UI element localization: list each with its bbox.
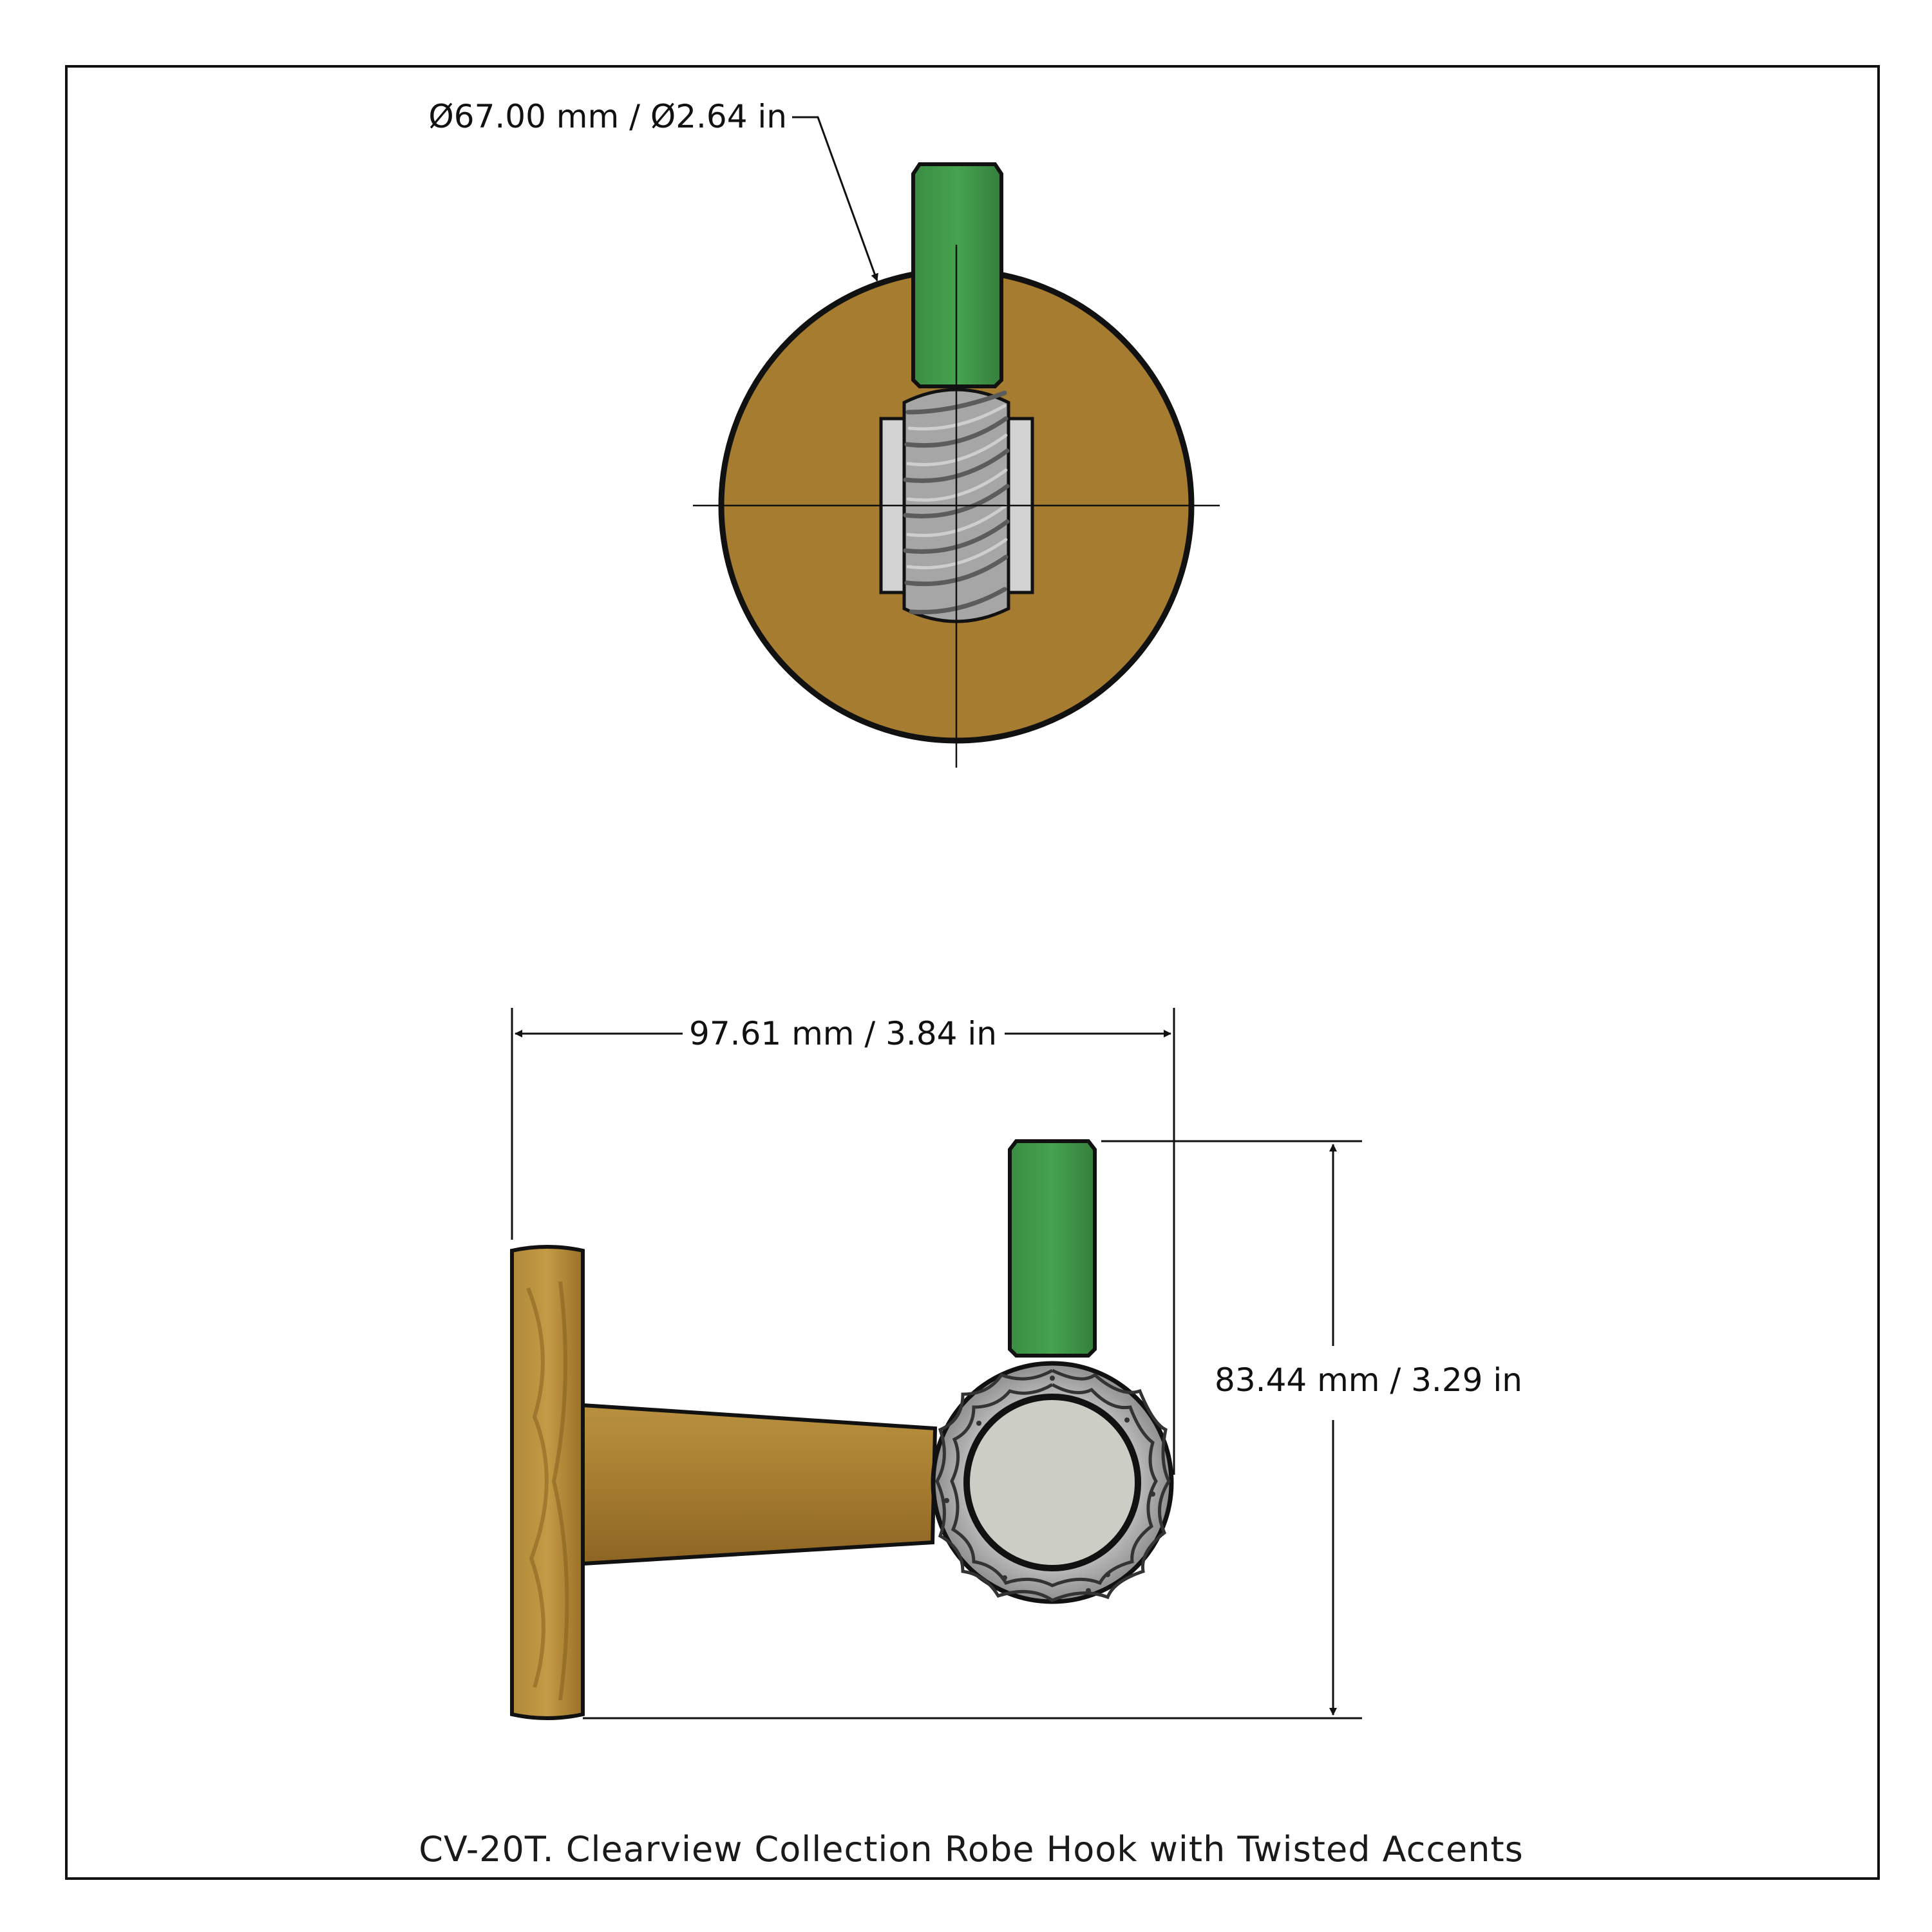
- wall-plate: [510, 1245, 585, 1720]
- height-label: 83.44 mm / 3.29 in: [1215, 1361, 1522, 1399]
- width-dimension: [511, 1008, 1175, 1475]
- height-dimension: [583, 1140, 1362, 1719]
- hook-arm: [581, 1403, 938, 1566]
- twisted-ring: [931, 1361, 1174, 1604]
- diameter-label: Ø67.00 mm / Ø2.64 in: [428, 98, 787, 135]
- green-tip-side: [1008, 1139, 1097, 1358]
- sheet-border: [65, 65, 1880, 1880]
- side-view: 97.61 mm / 3.84 in 83.44 mm / 3.29 in: [510, 1008, 1522, 1720]
- width-label: 97.61 mm / 3.84 in: [689, 1015, 997, 1052]
- drawing-caption: CV-20T. Clearview Collection Robe Hook w…: [419, 1829, 1524, 1870]
- end-cap: [963, 1394, 1141, 1571]
- center-lines: [693, 245, 1220, 768]
- top-view: Ø67.00 mm / Ø2.64 in: [428, 98, 1220, 768]
- diameter-leader: [792, 116, 878, 281]
- green-tip-top: [911, 162, 1003, 388]
